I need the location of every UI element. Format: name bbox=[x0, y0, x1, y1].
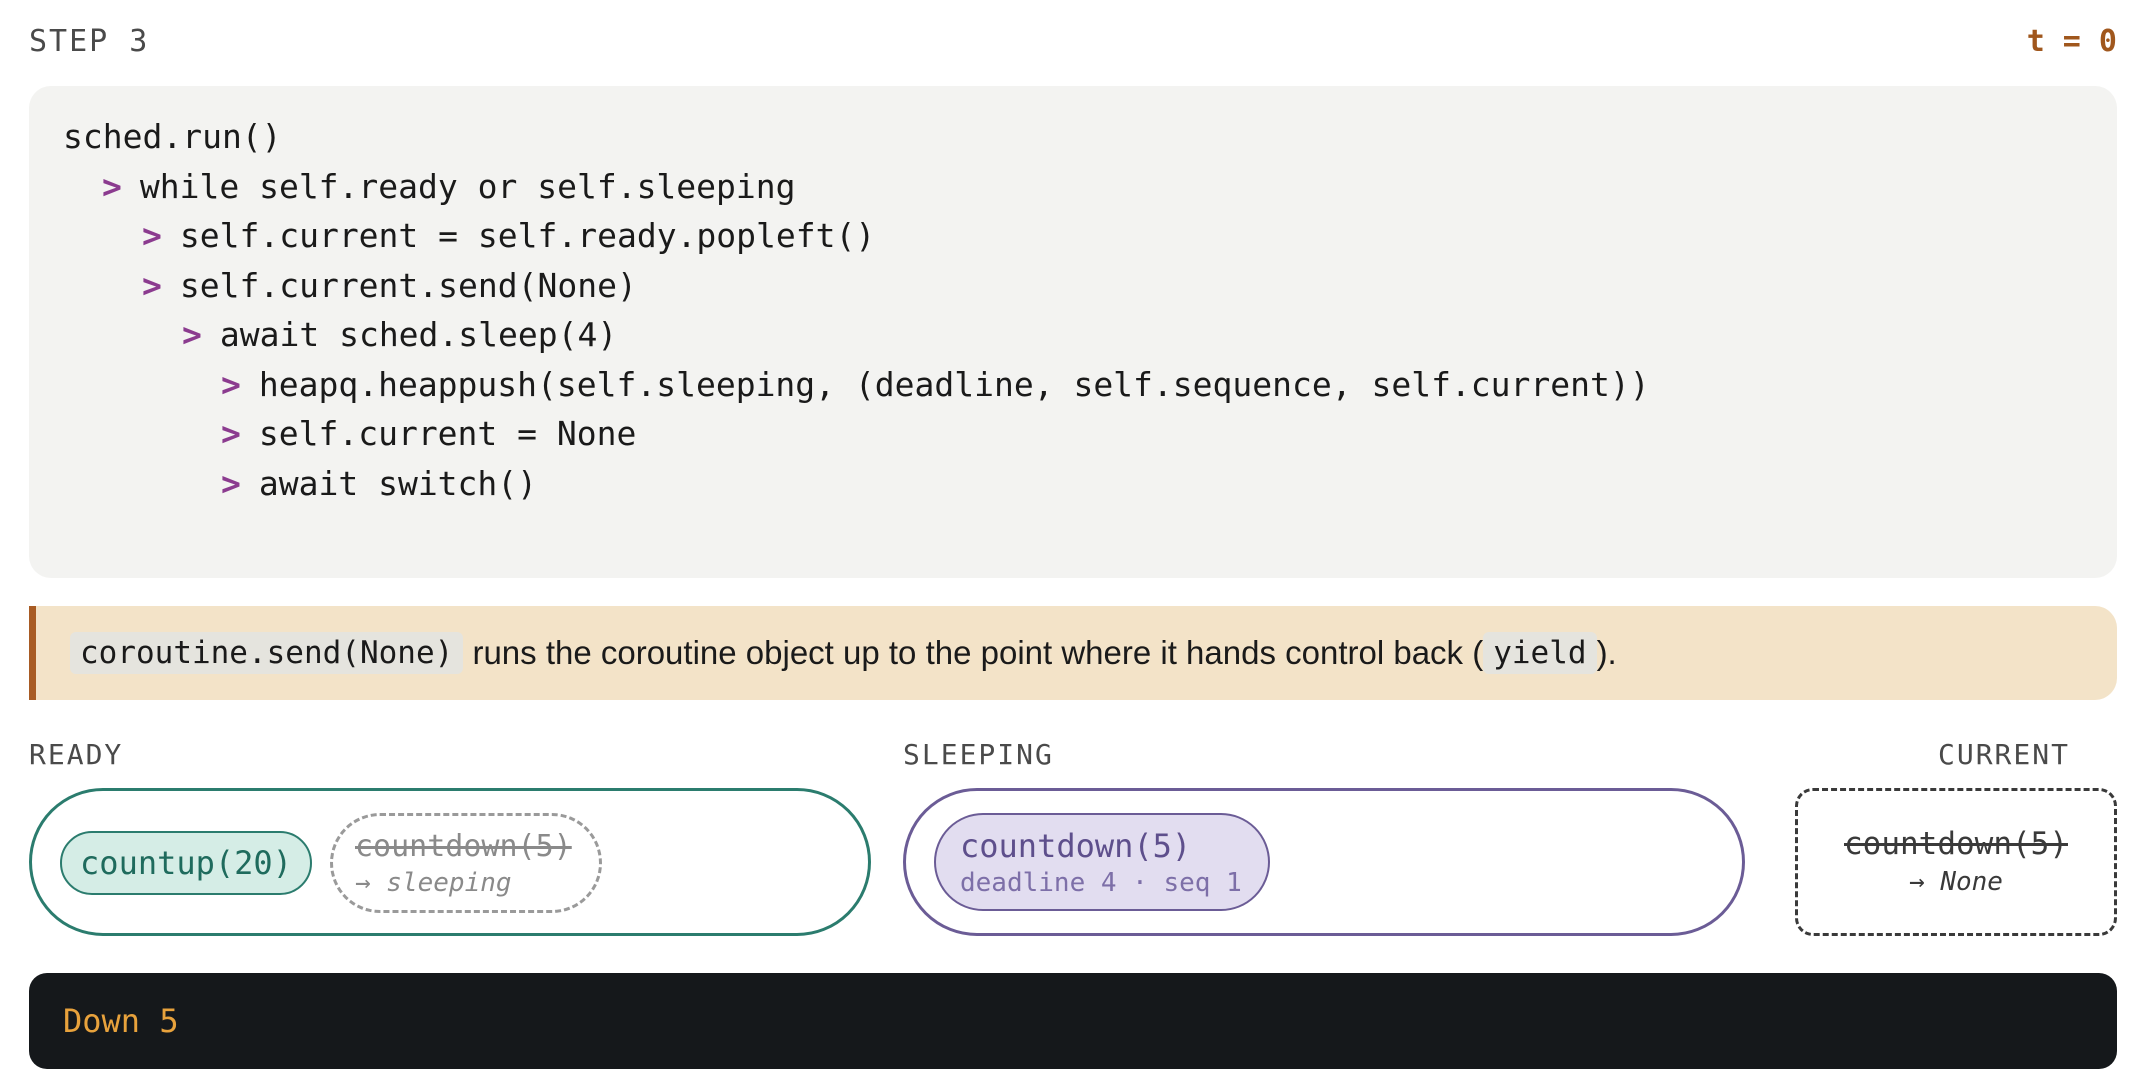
code-text: self.current = None bbox=[258, 414, 637, 453]
inline-code: coroutine.send(None) bbox=[70, 632, 464, 674]
time-label: t = 0 bbox=[2026, 24, 2117, 59]
code-text: self.current.send(None) bbox=[179, 265, 637, 305]
caret-icon: > bbox=[142, 216, 162, 255]
code-trace: sched.run() > while self.ready or self.sl… bbox=[29, 86, 2117, 578]
code-line: > self.current.send(None) bbox=[63, 261, 2083, 311]
step-label: STEP 3 bbox=[29, 24, 150, 59]
sleeping-label: SLEEPING bbox=[903, 738, 1054, 771]
task-pill: countup(20) bbox=[60, 831, 312, 895]
sleeping-heap: countdown(5) deadline 4 · seq 1 bbox=[903, 788, 1745, 936]
task-status: → sleeping bbox=[355, 868, 512, 898]
task-name: countdown(5) bbox=[960, 827, 1192, 865]
code-text: heapq.heappush(self.sleeping, (deadline,… bbox=[258, 364, 1650, 404]
code-line: > heapq.heappush(self.sleeping, (deadline… bbox=[63, 360, 2083, 410]
note-text: runs the coroutine object up to the poin… bbox=[463, 634, 1484, 671]
step-header: STEP 3 t = 0 bbox=[29, 0, 2117, 86]
ready-queue: countup(20) countdown(5) → sleeping bbox=[29, 788, 871, 936]
explanation-note: coroutine.send(None) runs the coroutine … bbox=[29, 606, 2117, 700]
inline-code: yield bbox=[1483, 632, 1597, 674]
task-name: countdown(5) bbox=[355, 829, 572, 864]
code-text: self.current = self.ready.popleft() bbox=[179, 216, 876, 255]
console-text: Down 5 bbox=[63, 1002, 179, 1040]
task-pill: countdown(5) deadline 4 · seq 1 bbox=[934, 813, 1270, 911]
caret-icon: > bbox=[102, 166, 122, 206]
task-meta: deadline 4 · seq 1 bbox=[960, 868, 1242, 898]
current-slot: countdown(5) → None bbox=[1795, 788, 2117, 936]
note-text: ). bbox=[1596, 634, 1617, 671]
caret-icon: > bbox=[221, 463, 241, 503]
caret-icon: > bbox=[182, 315, 202, 354]
code-line: > self.current = None bbox=[63, 409, 2083, 459]
caret-icon: > bbox=[221, 414, 241, 453]
caret-icon: > bbox=[221, 364, 241, 404]
code-line: sched.run() bbox=[63, 112, 2083, 162]
current-label: CURRENT bbox=[1937, 738, 2070, 771]
task-pill-departed: countdown(5) → sleeping bbox=[330, 813, 602, 913]
code-text: sched.run() bbox=[63, 117, 282, 156]
code-text: await sched.sleep(4) bbox=[219, 315, 618, 354]
task-name: countdown(5) bbox=[1844, 826, 2068, 862]
console-output: Down 5 bbox=[29, 973, 2117, 1069]
code-line: > while self.ready or self.sleeping bbox=[63, 162, 2083, 212]
code-line: > await sched.sleep(4) bbox=[63, 310, 2083, 360]
ready-label: READY bbox=[29, 738, 124, 771]
code-text: await switch() bbox=[258, 463, 538, 503]
code-line: > await switch() bbox=[63, 459, 2083, 509]
code-line: > self.current = self.ready.popleft() bbox=[63, 211, 2083, 261]
caret-icon: > bbox=[142, 265, 162, 305]
task-status: → None bbox=[1909, 867, 2003, 897]
code-text: while self.ready or self.sleeping bbox=[139, 166, 796, 206]
scheduler-step-view: STEP 3 t = 0 sched.run() > while self.rea… bbox=[29, 0, 2117, 1069]
task-name: countup(20) bbox=[80, 844, 292, 882]
